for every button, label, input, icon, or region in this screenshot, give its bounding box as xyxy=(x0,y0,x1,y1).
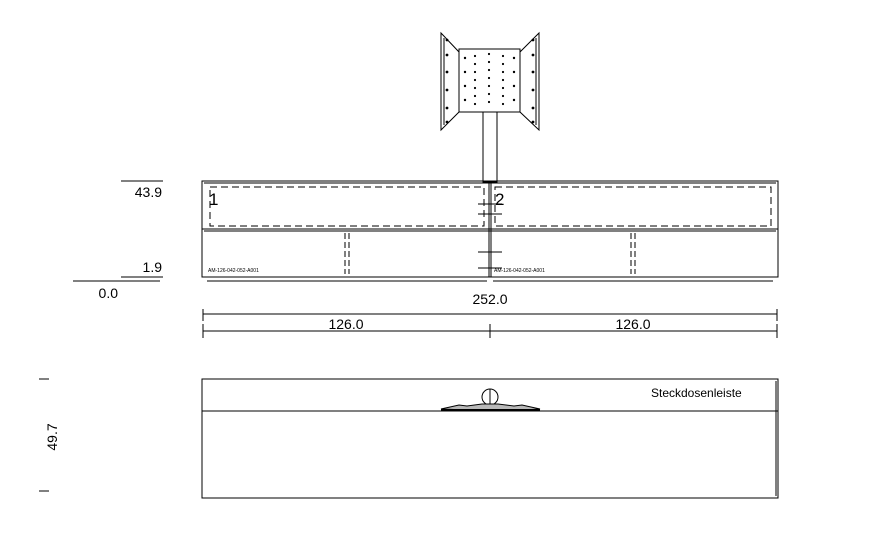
height-mark-0-0: 0.0 xyxy=(99,285,119,301)
part-code-1: AM-126-042-052-A001 xyxy=(208,268,259,274)
mount-pole xyxy=(482,111,498,183)
shelf-dividers xyxy=(344,233,636,274)
height-marks xyxy=(73,180,163,282)
module-number-2: 2 xyxy=(495,190,504,209)
segment-width-right: 126.0 xyxy=(615,316,650,332)
power-strip xyxy=(440,388,541,411)
bracket-holes xyxy=(445,38,535,124)
module-number-1: 1 xyxy=(209,190,218,209)
side-height-label: 49.7 xyxy=(44,423,60,450)
total-width-label: 252.0 xyxy=(472,291,507,307)
cable-slots xyxy=(478,203,502,269)
front-view-cabinet xyxy=(201,180,779,282)
drawer-1-outline xyxy=(209,186,485,227)
height-mark-43-9: 43.9 xyxy=(135,184,162,200)
power-strip-label: Steckdosenleiste xyxy=(651,386,742,400)
width-dimension-lines xyxy=(202,309,778,338)
segment-width-left: 126.0 xyxy=(328,316,363,332)
side-view-outline xyxy=(201,378,779,499)
height-mark-1-9: 1.9 xyxy=(143,259,163,275)
part-code-2: AM-126-042-052-A001 xyxy=(494,268,545,274)
drawer-2-outline xyxy=(494,186,772,227)
tv-mount-bracket xyxy=(440,31,540,183)
side-height-marks xyxy=(39,378,49,492)
